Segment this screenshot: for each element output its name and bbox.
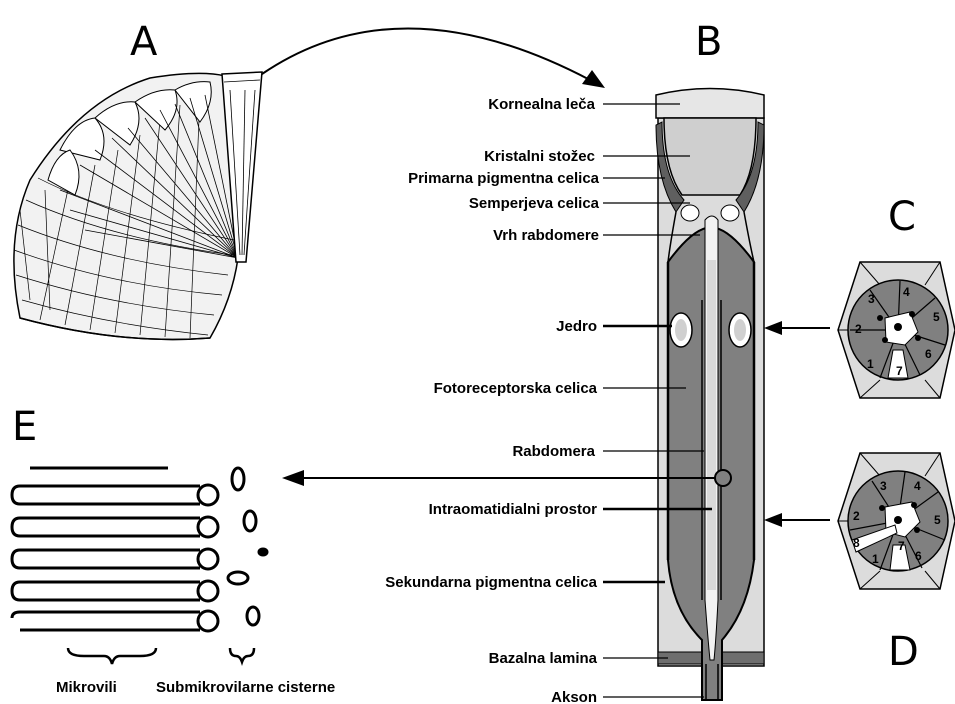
arrows-to-cross-sections	[764, 321, 830, 527]
panel-label-e: E	[12, 404, 37, 450]
d-cell-3: 3	[880, 479, 887, 493]
c-cell-4: 4	[903, 285, 910, 299]
c-cell-6: 6	[925, 347, 932, 361]
label-primarna-pigmentna-celica: Primarna pigmentna celica	[408, 170, 600, 187]
cross-section-d: 3 4 5 2 8 6 1 7	[838, 453, 955, 589]
c-cell-3: 3	[868, 292, 875, 306]
arrow-a-to-b	[262, 28, 605, 88]
ommatidium-longitudinal-section	[656, 89, 764, 701]
c-cell-2: 2	[855, 322, 862, 336]
c-cell-1: 1	[867, 357, 874, 371]
panel-label-d: D	[888, 629, 919, 675]
compound-eye-illustration	[14, 72, 262, 339]
d-cell-4: 4	[914, 479, 921, 493]
label-kornealna-leca: Kornealna leča	[488, 96, 595, 113]
d-cell-5: 5	[934, 513, 941, 527]
panel-label-c: C	[888, 194, 916, 240]
braces-panel-e	[68, 648, 254, 664]
arrow-to-panel-e	[282, 470, 715, 486]
label-fotoreceptorska-celica: Fotoreceptorska celica	[434, 380, 598, 397]
label-kristalni-stozec: Kristalni stožec	[484, 148, 595, 165]
label-jedro: Jedro	[556, 318, 597, 335]
label-intraomatidialni-prostor: Intraomatidialni prostor	[429, 501, 598, 518]
label-bazalna-lamina: Bazalna lamina	[489, 650, 598, 667]
microvilli-illustration	[12, 468, 267, 631]
panel-label-b: B	[695, 19, 722, 65]
d-cell-1: 1	[872, 552, 879, 566]
c-cell-7: 7	[896, 364, 903, 378]
d-cell-6: 6	[915, 549, 922, 563]
label-submikrovilarne-cisterne: Submikrovilarne cisterne	[156, 679, 335, 696]
label-akson: Akson	[551, 689, 597, 704]
panel-label-a: A	[130, 19, 158, 65]
d-cell-2: 2	[853, 509, 860, 523]
d-cell-8: 8	[853, 536, 860, 550]
c-cell-5: 5	[933, 310, 940, 324]
label-vrh-rabdomere: Vrh rabdomere	[493, 227, 599, 244]
label-semperjeva-celica: Semperjeva celica	[469, 195, 600, 212]
label-sekundarna-pigmentna-celica: Sekundarna pigmentna celica	[385, 574, 597, 591]
cross-section-c: 3 4 5 2 6 1 7	[838, 262, 955, 398]
d-cell-7: 7	[898, 539, 905, 553]
label-mikrovili: Mikrovili	[56, 679, 117, 696]
label-rabdomera: Rabdomera	[512, 443, 595, 460]
